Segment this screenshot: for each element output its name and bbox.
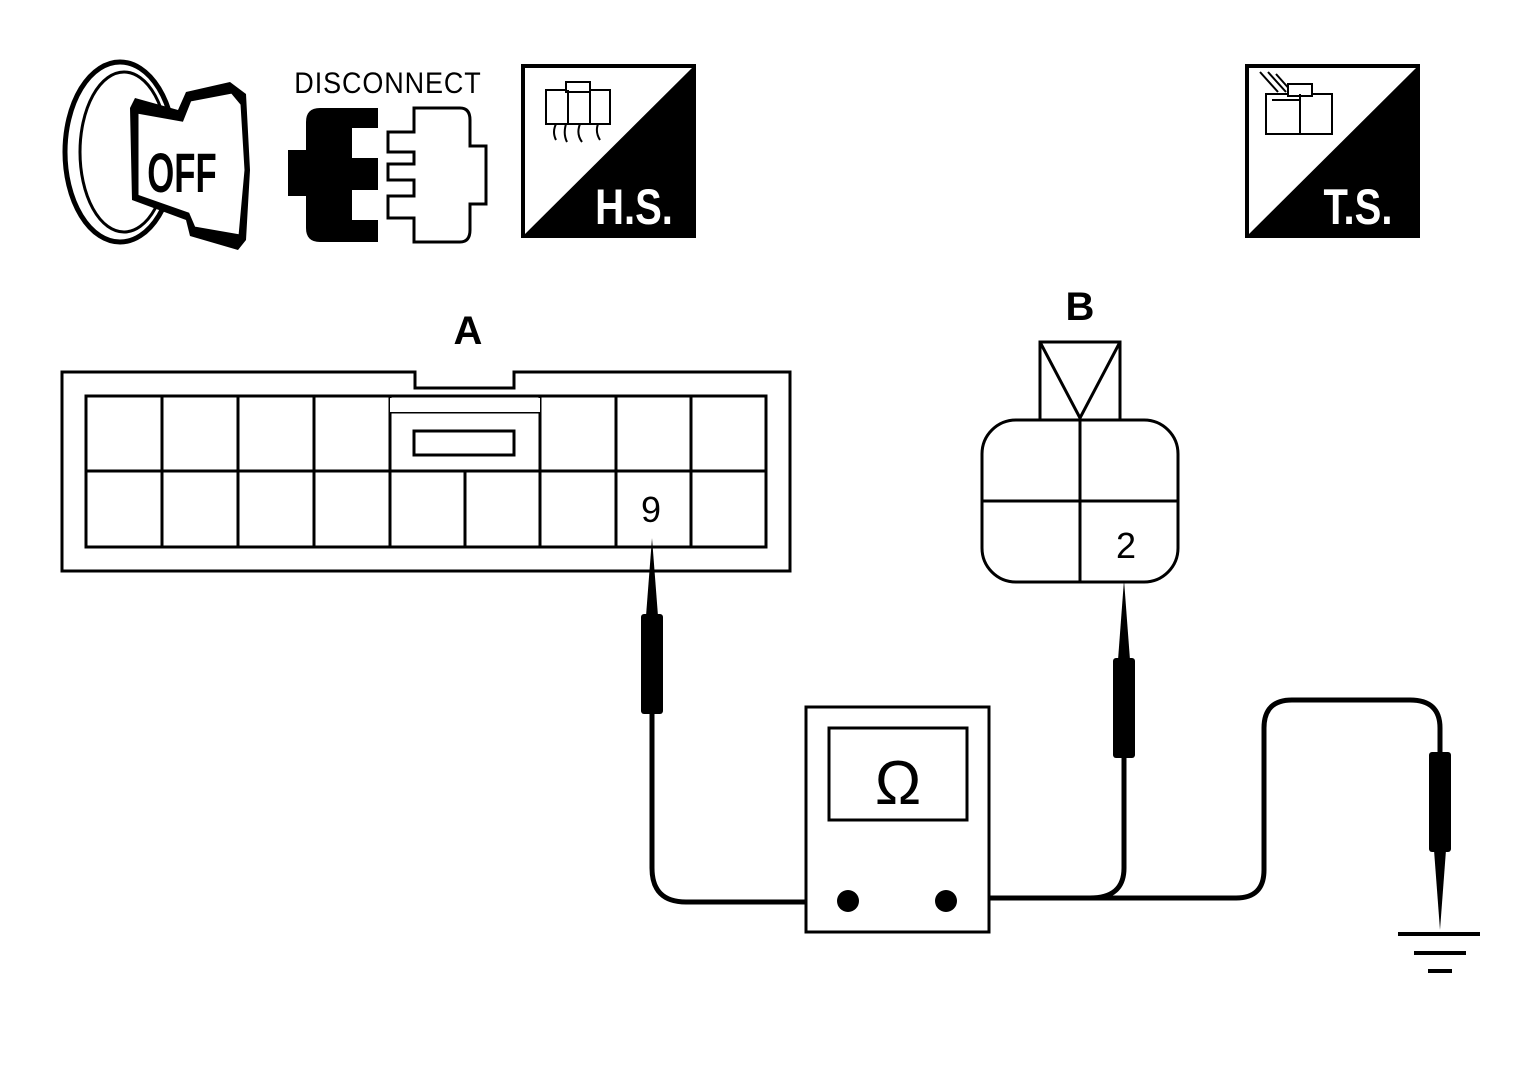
probe-lead-b	[1089, 580, 1135, 901]
harness-side-label: H.S.	[595, 179, 673, 235]
harness-side-connector-icon: H.S.	[521, 64, 696, 238]
terminal-side-connector-icon: T.S.	[1245, 64, 1420, 238]
ohm-symbol: Ω	[875, 749, 921, 818]
connector-b-terminal-label: 2	[1116, 525, 1136, 566]
meter-terminal-left	[837, 890, 859, 912]
ohmmeter-icon: Ω	[804, 705, 991, 934]
connector-b: B 2	[980, 285, 1180, 584]
connector-b-label: B	[1066, 285, 1095, 329]
connector-a-label: A	[454, 309, 483, 353]
ground-symbol-icon	[1398, 932, 1480, 973]
meter-terminal-right	[935, 890, 957, 912]
probe-lead-ground	[946, 697, 1451, 930]
disconnect-label: DISCONNECT	[294, 67, 481, 101]
ignition-key-off-icon: OFF	[62, 59, 250, 250]
terminal-side-label: T.S.	[1324, 179, 1393, 235]
probe-lead-a	[641, 538, 848, 905]
ignition-off-label: OFF	[147, 142, 216, 205]
connector-disconnect-icon: DISCONNECT	[288, 67, 488, 244]
connector-a-terminal-label: 9	[641, 489, 661, 530]
connector-a: A 9	[60, 309, 792, 573]
